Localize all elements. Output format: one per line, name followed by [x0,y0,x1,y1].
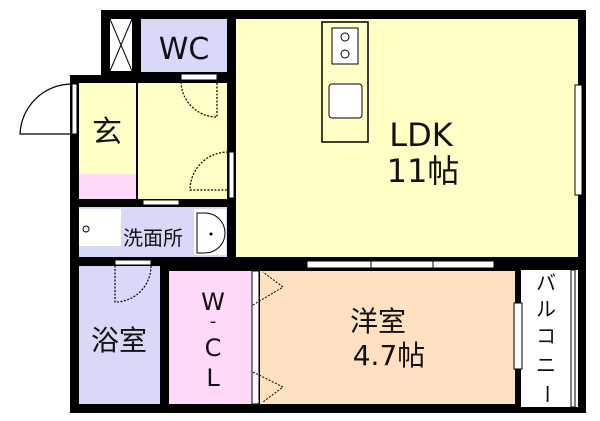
stove-burner-icon [340,32,350,42]
label-wcl-w: W [201,288,225,316]
label-western-size: 4.7帖 [353,339,426,372]
svg-text:ー: ー [535,384,559,404]
kitchen-counter [321,21,369,143]
label-wcl-l: L [206,364,220,392]
washroom-door-frame [142,199,180,206]
hallway [138,83,227,199]
label-wc: WC [159,32,210,67]
svg-text:コ: コ [536,324,556,348]
entrance-door-frame [71,83,78,135]
washer-space [79,209,121,246]
balcony [521,270,578,407]
ldk-window [574,84,583,196]
bath-door-frame [114,259,152,266]
balcony-rail [570,269,576,408]
room-entrance [79,83,136,174]
ldk-door-frame [228,151,235,199]
svg-text:ル: ル [536,297,556,321]
label-ldk-name: LDK [389,116,453,154]
label-washroom: 洗面所 [123,226,183,250]
storage-box [109,18,133,72]
label-balcony: バ ル コ ニ ー [535,271,559,404]
room-walk-in-closet [169,271,252,404]
closet-door-left [252,271,284,403]
label-western-name: 洋室 [350,305,406,338]
shoe-cabinet [79,174,136,199]
closet-doors [251,270,260,405]
label-wcl-c: C [205,334,222,362]
label-bath: 浴室 [91,324,147,357]
wc-door [180,81,218,118]
entrance-door [19,83,73,135]
label-wcl-dash: - [210,311,217,332]
bath-door [114,265,152,303]
balcony-window [513,302,523,370]
drain-icon [82,225,90,233]
label-entrance: 玄 [92,115,122,150]
room-bath [79,266,160,404]
svg-text:ニ: ニ [536,353,556,377]
ldk-door [189,151,229,191]
room-wc [141,19,227,72]
western-window [306,260,495,269]
svg-text:バ: バ [536,271,556,295]
room-ldk [236,19,578,257]
sink-icon [328,83,363,119]
label-ldk-size: 11帖 [387,152,460,190]
wc-door-frame [180,73,218,81]
stove-burner-icon [340,49,350,59]
room-western [260,271,515,404]
